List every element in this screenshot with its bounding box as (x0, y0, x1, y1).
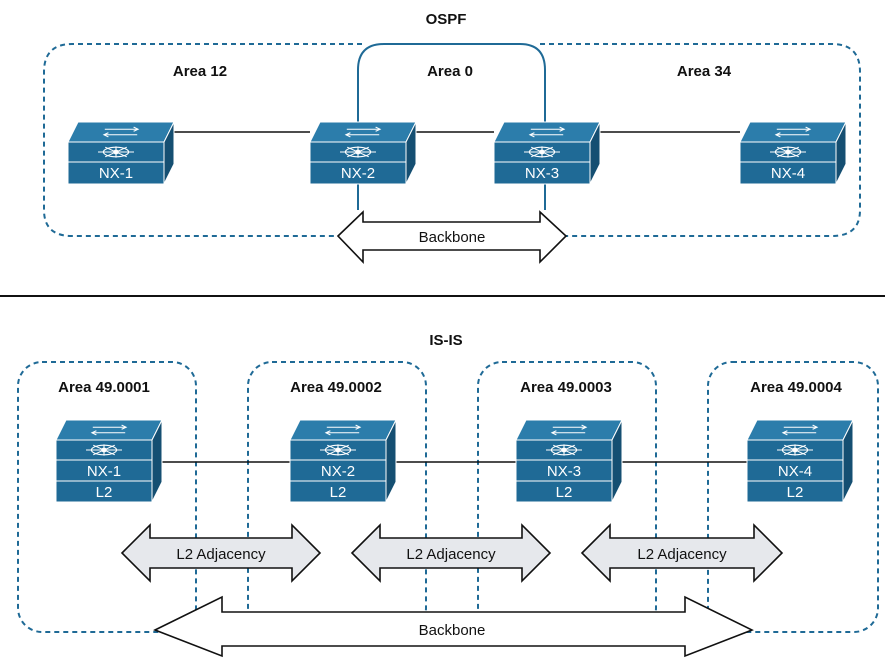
area-49-0001-boundary (17, 361, 197, 633)
switch-label: NX-3 (525, 165, 559, 182)
l2-adjacency-label: L2 Adjacency (406, 546, 496, 563)
switch-icon: NX-4 (739, 121, 847, 185)
l2-adjacency-arrow (580, 523, 784, 583)
switch-label: NX-1 (87, 463, 121, 480)
switch-icon: NX-2 (309, 121, 417, 185)
switch-level-label: L2 (96, 484, 113, 501)
switch-label: NX-2 (341, 165, 375, 182)
area-49-0003-boundary (477, 361, 657, 633)
l2-adjacency-label: L2 Adjacency (176, 546, 266, 563)
switch-icon: NX-2L2 (289, 419, 397, 503)
switch-icon: NX-1 (67, 121, 175, 185)
switch-label: NX-4 (778, 463, 812, 480)
area-0-boundary (357, 43, 546, 210)
switch-label: NX-1 (99, 165, 133, 182)
isis-title: IS-IS (429, 332, 462, 349)
switch-icon: NX-3L2 (515, 419, 623, 503)
area-49-0002-boundary (247, 361, 427, 633)
switch-icon: NX-4L2 (746, 419, 854, 503)
switch-icon: NX-3 (493, 121, 601, 185)
area-12-boundary (43, 43, 362, 237)
switch-level-label: L2 (556, 484, 573, 501)
switch-level-label: L2 (330, 484, 347, 501)
area-label: Area 12 (173, 63, 227, 80)
switch-icon: NX-1L2 (55, 419, 163, 503)
area-34-boundary (540, 43, 861, 237)
switch-label: NX-2 (321, 463, 355, 480)
l2-adjacency-arrow (350, 523, 552, 583)
backbone-label: Backbone (419, 622, 486, 639)
switch-label: NX-4 (771, 165, 805, 182)
ospf-title: OSPF (426, 11, 467, 28)
backbone-arrow (336, 210, 568, 264)
backbone-label: Backbone (419, 229, 486, 246)
area-label: Area 0 (427, 63, 473, 80)
backbone-arrow (153, 595, 754, 658)
switch-label: NX-3 (547, 463, 581, 480)
area-label: Area 49.0004 (750, 379, 842, 396)
l2-adjacency-label: L2 Adjacency (637, 546, 727, 563)
l2-adjacency-arrow (120, 523, 322, 583)
area-49-0004-boundary (707, 361, 879, 633)
area-label: Area 34 (677, 63, 732, 80)
switch-level-label: L2 (787, 484, 804, 501)
area-label: Area 49.0001 (58, 379, 150, 396)
area-label: Area 49.0002 (290, 379, 382, 396)
area-label: Area 49.0003 (520, 379, 612, 396)
